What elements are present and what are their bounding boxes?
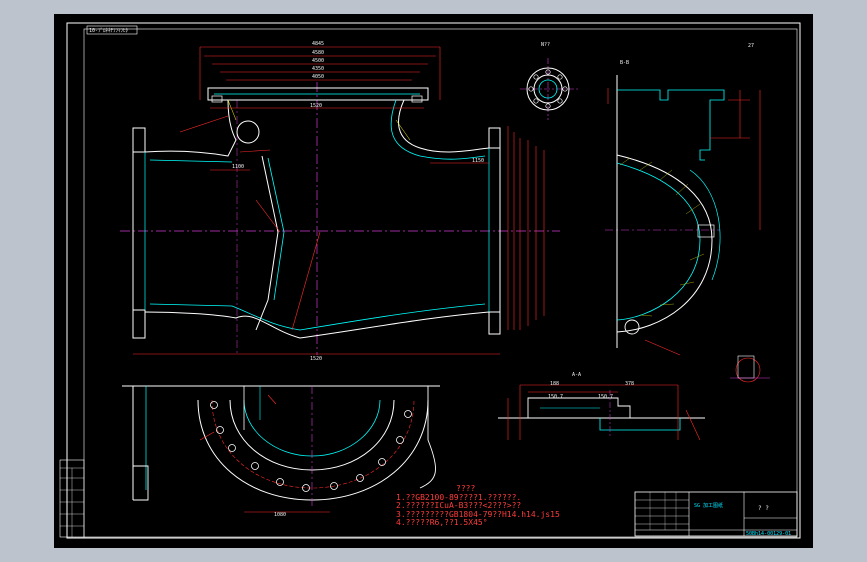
- dim-aa-4: 150.7: [598, 394, 614, 400]
- page-ref: 27: [748, 43, 755, 49]
- drawing-tag: 10-ﾌﾞﾛﾈﾈﾃﾌﾌﾏﾌﾋﾀ: [89, 28, 129, 34]
- view-label-top: N??: [541, 42, 551, 48]
- flange-detail-view: [520, 58, 578, 120]
- note-line-4: 4.?????R6,??1.5X45°: [396, 518, 488, 527]
- dim-bottom-1: 1080: [274, 512, 287, 518]
- note-line-2: 2.??????ICuA-B3???<2???>??: [396, 501, 522, 510]
- dim-bottom-2: 1520: [310, 356, 323, 362]
- dim-side-2: 1100: [232, 164, 245, 170]
- title-block: [634, 491, 798, 537]
- tag-box: [86, 25, 138, 35]
- view-label-a: A-A: [572, 372, 582, 378]
- dim-top-3: 4500: [312, 58, 325, 64]
- view-label-b: B-B: [620, 60, 630, 66]
- inner-frame: [83, 28, 798, 538]
- dim-top-4: 4350: [312, 66, 325, 72]
- dim-aa-1: 188: [550, 381, 560, 387]
- dim-aa-2: 378: [625, 381, 635, 387]
- dim-top-1: 4845: [312, 41, 325, 47]
- section-aa-view: [498, 384, 705, 441]
- notes-title: ????: [456, 484, 476, 493]
- note-line-3: 3.?????????GB1804-79??H14.h14.js15: [396, 509, 560, 519]
- detail-symbol: [730, 355, 770, 383]
- bottom-section-view: [122, 385, 440, 513]
- revision-strip: [59, 459, 85, 538]
- dim-top-2: 4580: [312, 50, 325, 56]
- dim-side-1: 1150: [472, 158, 485, 164]
- dim-aa-3: 150.7: [548, 394, 564, 400]
- side-view: [605, 75, 761, 356]
- drawing-sheet: [54, 14, 813, 548]
- front-view: [120, 46, 560, 355]
- dim-top-5: 4050: [312, 74, 325, 80]
- dim-main-width: 1520: [310, 103, 323, 109]
- outer-frame: [66, 22, 801, 539]
- title-block-drawing-no: 50Bh14-00129-01: [746, 531, 792, 537]
- title-block-name: ? ?: [758, 505, 769, 512]
- technical-notes: ???? 1.??GB2100-89????1.??????. 2.??????…: [396, 484, 560, 528]
- note-line-1: 1.??GB2100-89????1.??????.: [396, 492, 522, 502]
- title-block-company: SG 加工图纸: [694, 503, 724, 509]
